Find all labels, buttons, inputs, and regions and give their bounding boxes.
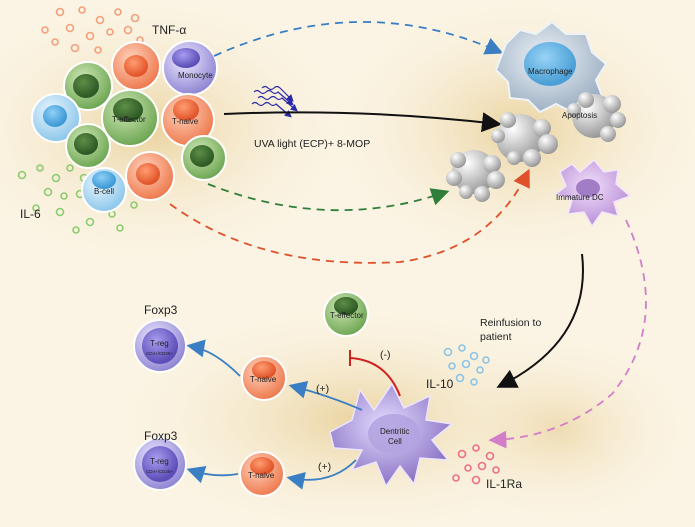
reinfusion-label: Reinfusion to patient [480,317,544,343]
b-cell [81,167,127,213]
black-arrow-uva [223,111,502,133]
b-cell-label: B-cell [94,187,114,196]
monocyte-label: Monocyte [178,71,213,80]
immature-dc-label: Immature DC [556,193,604,202]
t-naive-low-label: T-naive [248,471,275,480]
uva-light-icon [251,85,298,118]
apoptotic-cell-1 [567,92,626,142]
t-effector-bottom-label: T-effector [330,311,364,320]
foxp3-bottom-label: Foxp3 [144,429,178,443]
red-dashed-arrow [169,168,530,264]
orange-cell-1 [111,41,161,91]
t-naive-cell-top [161,93,215,147]
tnf-alpha-label: TNF-α [152,23,186,37]
il1ra-label: IL-1Ra [486,477,522,491]
apoptotic-cell-3 [446,150,505,202]
red-inhibition-arrow [349,357,401,397]
il10-cytokine-dots [443,344,490,386]
green-dashed-arrow [207,183,450,212]
green-cell-1 [63,61,113,111]
blue-dashed-arrow [213,21,504,57]
tnf-cytokine-dots [41,6,144,54]
apoptosis-label: Apoptosis [562,111,597,120]
reinfusion-arrow [496,253,584,388]
green-cell-3 [181,135,227,181]
pink-dashed-arrow [488,219,647,449]
green-cell-2 [65,123,111,169]
blue-arrow-to-tnaive-low [286,459,357,490]
monocyte-cell [162,40,218,96]
minus-label: (-) [380,349,391,361]
t-reg-top-label: T-reg [150,339,169,348]
t-naive-cell-low [239,451,285,497]
blue-arrow-to-treg-top [186,339,241,377]
t-reg-bottom-sub-label: CD4+/CD25+ [146,469,173,474]
plus-top-label: (+) [316,383,329,395]
t-effector-cell-bottom [323,291,369,337]
foxp3-top-label: Foxp3 [144,303,178,317]
plus-bottom-label: (+) [318,461,331,473]
macrophage-cell [494,20,608,114]
blue-arrow-to-tnaive-mid [288,380,363,411]
orange-cell-2 [125,151,175,201]
uva-light-label: UVA light (ECP)+ 8-MOP [254,138,370,150]
t-naive-top-label: T-naive [172,117,199,126]
blue-arrow-to-treg-bottom [186,466,239,484]
il10-label: IL-10 [426,377,454,391]
il6-label: IL-6 [20,207,41,221]
t-naive-mid-label: T-naive [250,375,277,384]
t-effector-cell-top [101,89,159,147]
blue-cell-1 [31,93,81,143]
immature-dc-cell [554,158,632,228]
macrophage-label: Macrophage [528,67,573,76]
apoptotic-cell-2 [491,112,558,167]
t-naive-cell-mid [241,355,287,401]
t-reg-bottom-label: T-reg [150,457,169,466]
dendritic-cell-label: Dentritic Cell [380,427,412,446]
t-reg-top-sub-label: CD4+/CD25+ [146,351,173,356]
t-effector-top-label: T-effector [112,115,146,124]
t-reg-cell-bottom [133,437,187,491]
t-reg-cell-top [133,319,187,373]
il1ra-cytokine-dots [452,444,500,485]
